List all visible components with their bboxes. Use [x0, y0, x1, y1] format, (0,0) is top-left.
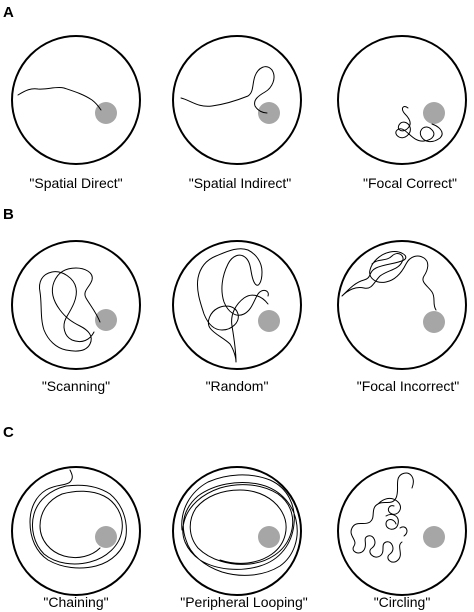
swim-path-random [197, 248, 269, 363]
caption-scanning: "Scanning" [42, 378, 110, 394]
swim-path-peripheral-looping [181, 474, 298, 576]
arena-circling [337, 466, 467, 596]
arena-focal-correct [337, 35, 467, 165]
arena-spatial-indirect [172, 35, 302, 165]
swim-path-chaining [29, 469, 127, 569]
panel-letter-b: B [3, 206, 14, 223]
swim-path-scanning [39, 267, 101, 352]
arena-peripheral-looping [172, 466, 302, 596]
platform-marker [258, 310, 280, 332]
arena-spatial-direct [11, 35, 141, 165]
platform-marker [95, 526, 117, 548]
platform-marker [423, 526, 445, 548]
swim-path-focal-correct [395, 106, 443, 143]
caption-spatial-indirect: "Spatial Indirect" [189, 175, 292, 191]
arena-scanning [11, 240, 141, 370]
caption-chaining: "Chaining" [43, 594, 108, 610]
arena-focal-incorrect [337, 240, 467, 370]
caption-peripheral-looping: "Peripheral Looping" [180, 594, 308, 610]
swim-path-focal-incorrect [341, 251, 437, 311]
caption-focal-correct: "Focal Correct" [363, 175, 457, 191]
caption-focal-incorrect: "Focal Incorrect" [357, 378, 460, 394]
platform-marker [95, 309, 117, 331]
swim-path-spatial-direct [17, 86, 102, 111]
platform-marker [423, 102, 445, 124]
caption-random: "Random" [206, 378, 269, 394]
platform-marker [423, 311, 445, 333]
caption-spatial-direct: "Spatial Direct" [29, 175, 122, 191]
platform-marker [258, 526, 280, 548]
caption-circling: "Circling" [374, 594, 431, 610]
swim-path-circling [350, 472, 414, 563]
swim-path-spatial-indirect [180, 66, 275, 114]
panel-letter-c: C [3, 424, 14, 441]
arena-random [172, 240, 302, 370]
panel-letter-a: A [3, 4, 14, 21]
platform-marker [258, 102, 280, 124]
platform-marker [95, 102, 117, 124]
arena-chaining [11, 466, 141, 596]
